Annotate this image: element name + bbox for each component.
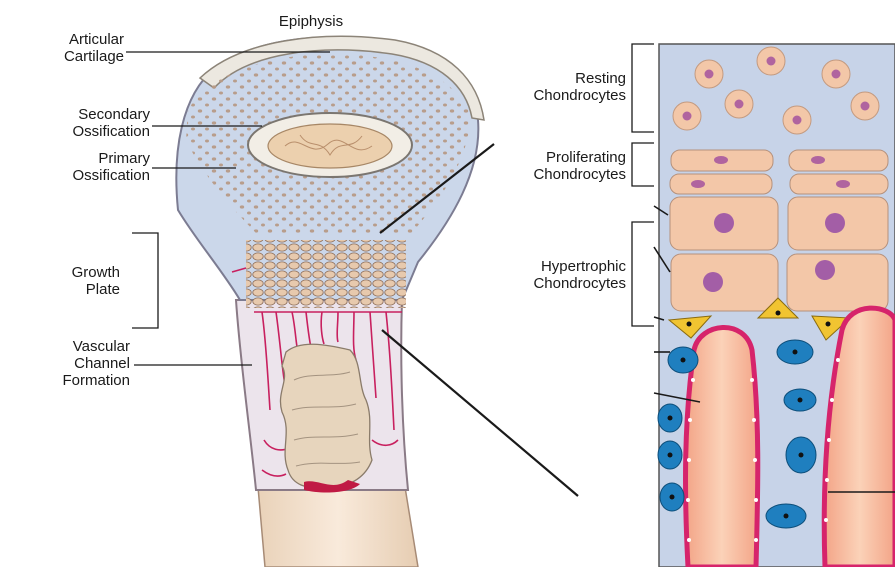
label-line: Plate [20,281,120,298]
bone-diagram [176,36,484,567]
label-line: Proliferating [480,149,626,166]
label-line: Vascular [20,338,130,355]
label-secondary-ossification: Secondary Ossification [4,106,150,140]
label-epiphysis: Epiphysis [256,13,366,30]
growth-plate-zoom [654,44,895,567]
label-line: Cartilage [20,48,124,65]
label-line: Formation [20,372,130,389]
label-line: Ossification [4,167,150,184]
label-line: Chondrocytes [480,87,626,104]
label-line: Resting [480,70,626,87]
label-vascular-channel-formation: Vascular Channel Formation [20,338,130,389]
label-line: Chondrocytes [480,166,626,183]
label-line: Articular [20,31,124,48]
label-growth-plate: Growth Plate [20,264,120,298]
label-line: Growth [20,264,120,281]
label-line: Secondary [4,106,150,123]
label-line: Primary [4,150,150,167]
right-brackets [632,44,654,326]
label-line: Channel [20,355,130,372]
label-primary-ossification: Primary Ossification [4,150,150,184]
label-proliferating-chondrocytes: Proliferating Chondrocytes [480,149,626,183]
label-articular-cartilage: Articular Cartilage [20,31,124,65]
label-line: Chondrocytes [480,275,626,292]
label-line: Hypertrophic [480,258,626,275]
label-line: Ossification [4,123,150,140]
label-hypertrophic-chondrocytes: Hypertrophic Chondrocytes [480,258,626,292]
label-resting-chondrocytes: Resting Chondrocytes [480,70,626,104]
